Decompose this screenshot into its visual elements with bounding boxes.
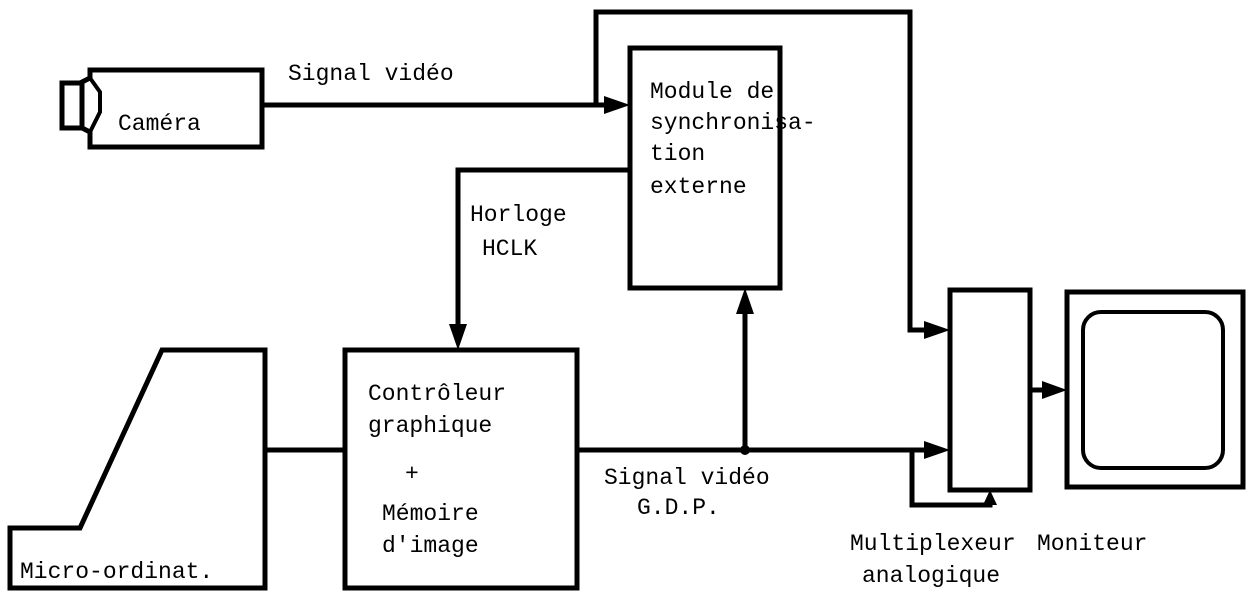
- clock-label-1: Horloge: [470, 202, 567, 228]
- clock-line: [455, 167, 633, 328]
- camera-block: Caméra: [59, 67, 265, 150]
- camera-lens-ring: [88, 76, 102, 133]
- sync-module-line-2: synchronisa-: [650, 110, 816, 136]
- multiplexer-label-2: analogique: [862, 563, 1000, 589]
- mux-control-arrow: [983, 490, 997, 505]
- sync-module-line-3: tion: [650, 141, 705, 167]
- camera-video-label: Signal vidéo: [288, 61, 454, 87]
- multiplexer-box: [947, 287, 1033, 493]
- sync-module-line-4: externe: [650, 174, 747, 200]
- mux-top-arrow: [924, 321, 950, 339]
- clock-arrow: [449, 324, 467, 350]
- micro-computer-outline: [7, 347, 268, 591]
- graphics-line-2: graphique: [368, 413, 492, 439]
- camera-video-arrow: [604, 96, 630, 114]
- monitor-screen: [1081, 310, 1225, 470]
- graphics-controller-box: [342, 347, 580, 591]
- gdp-video-label-1: Signal vidéo: [604, 465, 770, 491]
- graphics-line-1: Contrôleur: [368, 381, 506, 407]
- sync-module-block: Module de synchronisa- tion externe: [627, 45, 816, 291]
- gdp-to-sync-arrow: [736, 288, 754, 314]
- graphics-line-4: Mémoire: [382, 501, 479, 527]
- graphics-line-5: d'image: [382, 533, 479, 559]
- mux-gdp-arrow: [924, 441, 950, 459]
- multiplexer-label-1: Multiplexeur: [850, 531, 1016, 557]
- camera-label: Caméra: [118, 111, 201, 137]
- monitor-label: Moniteur: [1037, 531, 1147, 557]
- micro-computer-label: Micro-ordinat.: [20, 559, 213, 585]
- mux-to-monitor-arrow: [1042, 381, 1067, 399]
- micro-computer-block: Micro-ordinat.: [7, 347, 268, 591]
- sync-module-line-1: Module de: [650, 79, 774, 105]
- gdp-video-label-2: G.D.P.: [637, 495, 720, 521]
- graphics-line-3: +: [405, 461, 419, 487]
- top-loop-line: [593, 9, 928, 333]
- camera-lens: [59, 80, 85, 131]
- graphics-controller-block: Contrôleur graphique + Mémoire d'image: [342, 347, 580, 591]
- monitor-block: [1064, 289, 1246, 490]
- clock-label-2: HCLK: [482, 236, 537, 262]
- monitor-case: [1064, 289, 1246, 490]
